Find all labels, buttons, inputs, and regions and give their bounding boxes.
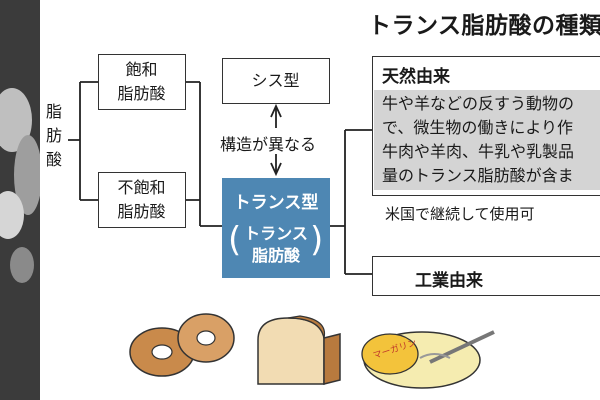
natural-origin-description-bg <box>374 90 600 190</box>
industrial-origin-heading: 工業由来 <box>415 271 483 291</box>
natural-desc-line-2: で、微生物の働きにより作 <box>382 118 574 137</box>
right-paren: ) <box>310 220 324 260</box>
cis-type-box: シス型 <box>222 58 330 104</box>
natural-origin-description: 牛や羊などの反すう動物の で、微生物の働きにより作 牛肉や羊肉、牛乳や乳製品 量… <box>382 92 574 188</box>
margarine-illustration <box>361 330 495 389</box>
donut-illustration <box>129 313 341 385</box>
natural-desc-line-4: 量のトランス脂肪酸が含ま <box>382 166 574 185</box>
saturated-line-1: 飽和 <box>125 60 158 79</box>
trans-paren-line-1: トランス <box>244 224 308 243</box>
trans-type-box: トランス型 ( トランス 脂肪酸 ) <box>222 178 330 278</box>
industrial-origin-box: 工業由来 <box>372 256 600 296</box>
natural-desc-line-3: 牛肉や羊肉、牛乳や乳製品 <box>382 142 575 161</box>
unsaturated-fatty-acid-box: 不飽和 脂肪酸 <box>98 172 186 228</box>
trans-paren-line-2: 脂肪酸 <box>251 246 300 265</box>
natural-origin-box <box>372 56 600 196</box>
natural-desc-line-1: 牛や羊などの反すう動物の <box>382 94 575 113</box>
natural-origin-heading: 天然由来 <box>382 67 450 87</box>
side-photo <box>0 0 40 400</box>
trans-type-label: トランス型 <box>233 193 319 213</box>
saturated-fatty-acid-box: 飽和 脂肪酸 <box>98 54 186 110</box>
saturated-line-2: 脂肪酸 <box>117 84 166 103</box>
bread-illustration <box>257 315 341 385</box>
cis-type-label: シス型 <box>251 71 300 90</box>
fatty-acid-label: 脂肪酸 <box>45 102 62 169</box>
structure-difference-note: 構造が異なる <box>220 135 317 154</box>
left-paren: ( <box>228 220 242 260</box>
us-continued-use-note: 米国で継続して使用可 <box>385 205 535 223</box>
page-title: トランス脂肪酸の種類 <box>368 13 600 39</box>
unsaturated-line-2: 脂肪酸 <box>117 202 166 221</box>
unsaturated-line-1: 不飽和 <box>117 178 166 197</box>
